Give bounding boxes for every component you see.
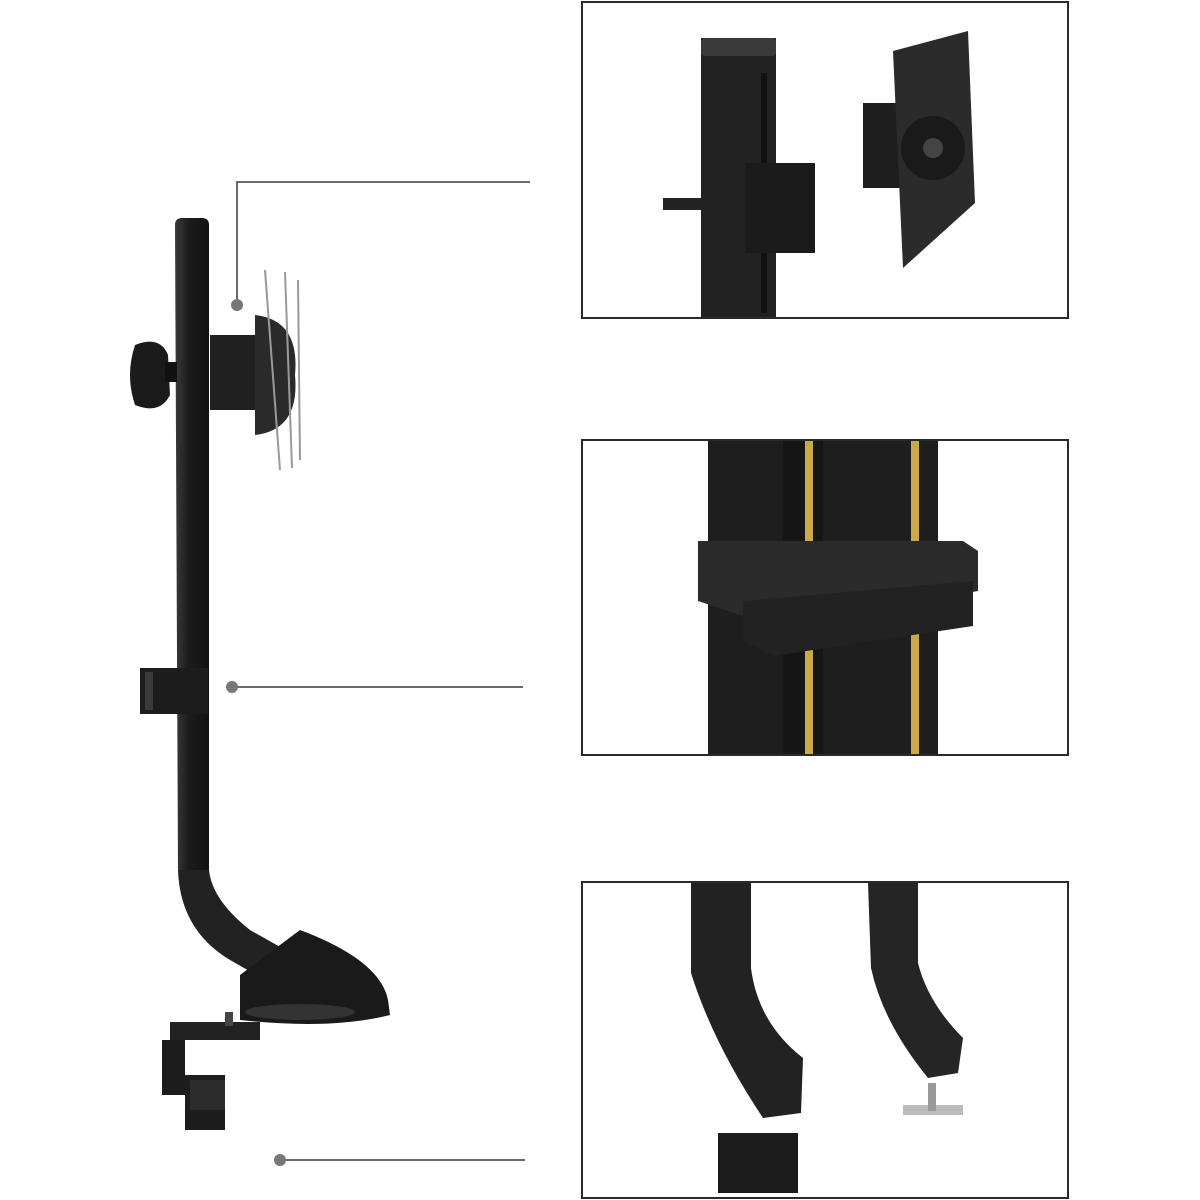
callout-dot	[231, 299, 243, 311]
detail-panel-vesa-mount	[581, 1, 1069, 319]
grommet-arm	[868, 883, 963, 1078]
detail-panel-clamp-and-grommet	[581, 881, 1069, 1199]
callout-dot	[274, 1154, 286, 1166]
vesa-bracket	[210, 335, 260, 410]
clamp-arm	[691, 883, 803, 1118]
clip-bracket	[745, 163, 815, 253]
detail-panel-cable-management	[581, 439, 1069, 756]
knob	[130, 341, 170, 409]
vesa-plate	[255, 315, 296, 435]
leader-lines	[232, 181, 530, 1161]
callout-dot	[226, 681, 238, 693]
base	[240, 930, 390, 1024]
leader-line-vesa	[236, 181, 530, 305]
desk-clamp	[718, 1133, 798, 1193]
clamp-top	[170, 1022, 260, 1040]
pole	[175, 218, 209, 870]
